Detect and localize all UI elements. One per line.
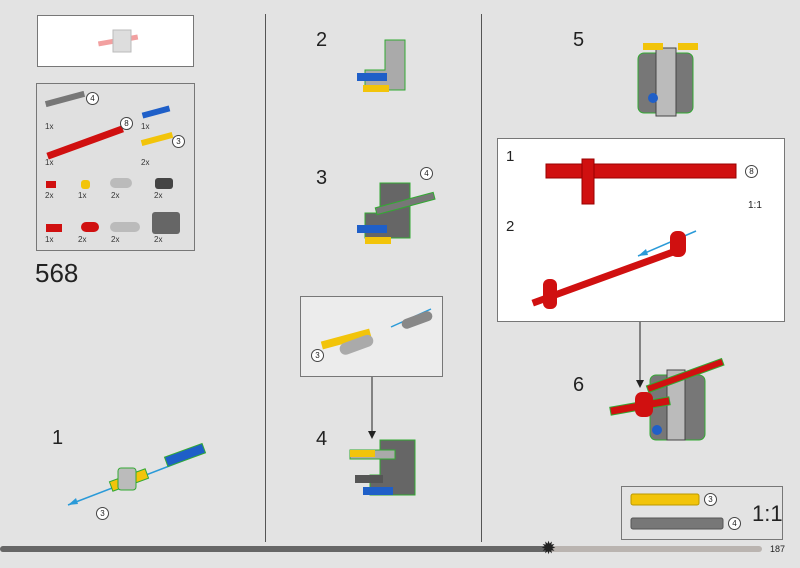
parts-list: 4 1x 1x 8 1x 3 2x 2x 1x 2x 2x 1x 2x 2x 2… <box>36 83 195 251</box>
part-qty: 1x <box>141 122 150 131</box>
substep-number: 2 <box>506 218 515 235</box>
set-number: 568 <box>35 258 79 288</box>
scale-parts <box>630 493 724 530</box>
subassembly-box: 3 <box>300 296 443 377</box>
step-number: 1 <box>52 427 64 449</box>
step-2-image <box>357 39 406 92</box>
substep-box: 1 8 1:1 2 <box>497 138 785 322</box>
length-callout: 3 <box>172 135 185 148</box>
step-6-image <box>609 357 725 441</box>
length-callout: 8 <box>120 117 133 130</box>
subassembly-arrow <box>368 377 376 439</box>
parts-images <box>44 90 180 234</box>
preview-model-image <box>97 29 139 53</box>
part-qty: 2x <box>45 191 54 200</box>
step-number: 4 <box>316 428 328 450</box>
step-3-image <box>357 182 436 244</box>
length-callout: 4 <box>86 92 99 105</box>
step-number: 3 <box>316 167 328 189</box>
part-qty: 1x <box>45 122 54 131</box>
part-qty: 2x <box>78 235 87 244</box>
model-preview <box>37 15 194 67</box>
part-qty: 2x <box>141 158 150 167</box>
step-1-image <box>67 442 207 506</box>
part-qty: 1x <box>78 191 87 200</box>
scale-reference-box: 3 4 1:1 <box>621 486 783 540</box>
length-callout: 3 <box>96 507 109 520</box>
progress-bar <box>0 546 762 552</box>
step-number: 5 <box>573 29 585 51</box>
step-number: 2 <box>316 29 328 51</box>
length-callout: 4 <box>728 517 741 530</box>
substep-images <box>531 158 737 309</box>
part-qty: 1x <box>45 235 54 244</box>
progress-fill <box>0 546 549 552</box>
part-qty: 2x <box>111 191 120 200</box>
column-divider <box>265 14 266 542</box>
part-qty: 2x <box>154 235 163 244</box>
subassembly-image <box>320 308 433 355</box>
length-callout: 3 <box>704 493 717 506</box>
step-number: 6 <box>573 374 585 396</box>
page-number: 187 <box>770 544 786 554</box>
step-5-image <box>637 43 698 117</box>
length-callout: 4 <box>420 167 433 180</box>
part-qty: 2x <box>154 191 163 200</box>
substep-number: 1 <box>506 148 515 165</box>
scale-label: 1:1 <box>748 200 762 211</box>
substep-arrow <box>636 322 644 388</box>
length-callout: 3 <box>311 349 324 362</box>
part-qty: 1x <box>45 158 54 167</box>
step-4-image <box>349 439 416 496</box>
part-qty: 2x <box>111 235 120 244</box>
column-divider <box>481 14 482 542</box>
length-callout: 8 <box>745 165 758 178</box>
gear-icon: ✹ <box>541 538 557 558</box>
scale-label: 1:1 <box>752 501 783 526</box>
